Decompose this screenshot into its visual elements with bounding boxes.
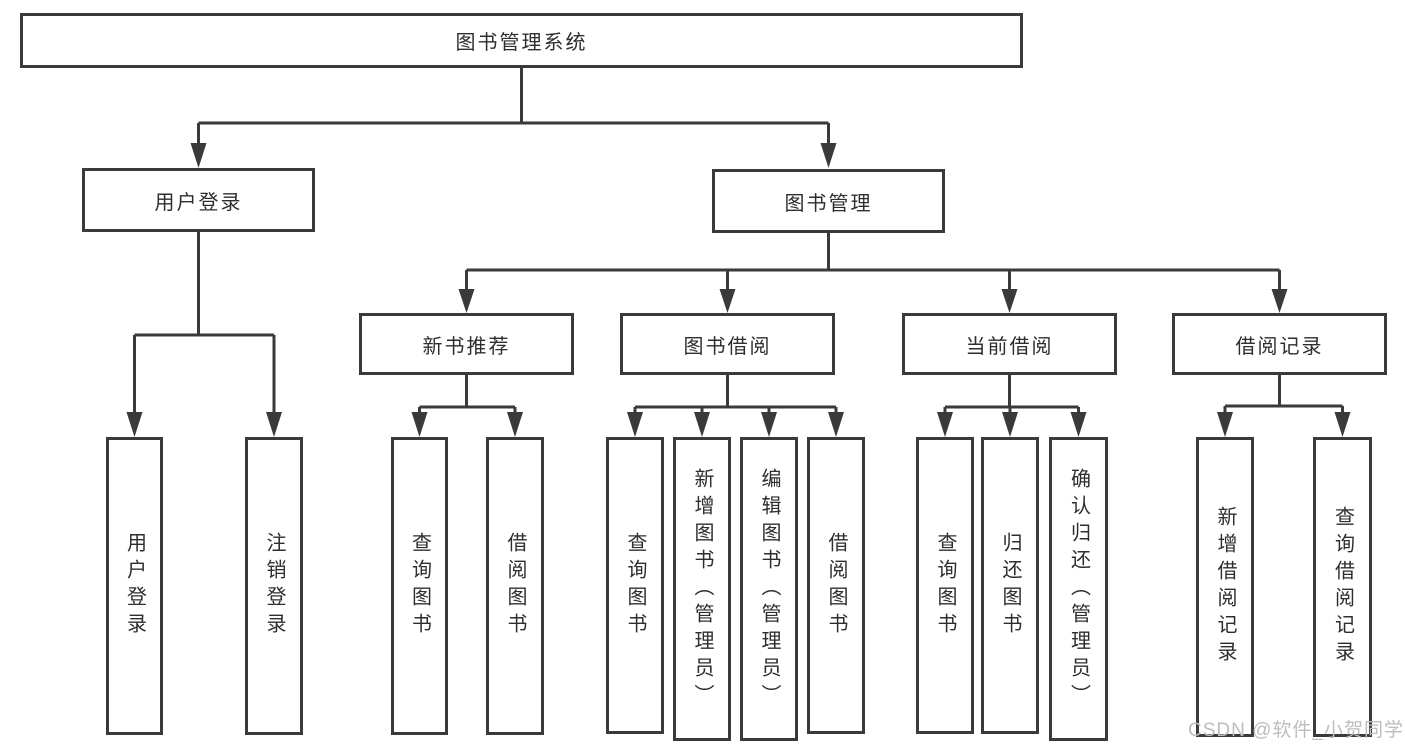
node-book-management-module: 图书管理 <box>712 169 945 233</box>
node-label: 借阅记录 <box>1235 335 1324 358</box>
connector-root-to-level2 <box>190 68 837 168</box>
node-leaf-borrow-books: 借阅图书 <box>807 437 865 734</box>
node-label: 当前借阅 <box>965 335 1054 358</box>
node-label: 图书管理 <box>784 192 873 215</box>
node-leaf-add-borrow-record: 新增借阅记录 <box>1196 437 1254 737</box>
node-label: 借阅图书 <box>825 531 847 640</box>
node-new-book-recommend: 新书推荐 <box>359 313 574 375</box>
node-leaf-logout: 注销登录 <box>245 437 303 735</box>
connector-book-management-children <box>458 233 1288 313</box>
node-label: 注销登录 <box>263 532 285 640</box>
node-current-borrow: 当前借阅 <box>902 313 1117 375</box>
node-label: 确认归还（管理员） <box>1067 467 1090 711</box>
node-leaf-user-login: 用户登录 <box>106 437 163 735</box>
node-leaf-query-books-current: 查询图书 <box>916 437 974 734</box>
connector-new-book-recommend-children <box>411 375 523 437</box>
node-label: 用户登录 <box>123 532 146 640</box>
node-leaf-return-books: 归还图书 <box>981 437 1039 734</box>
node-label: 新书推荐 <box>422 335 511 358</box>
node-label: 查询图书 <box>408 532 431 640</box>
node-leaf-confirm-return-admin: 确认归还（管理员） <box>1049 437 1108 741</box>
csdn-watermark: CSDN @软件_小贺同学 <box>1188 720 1404 741</box>
node-label: 用户登录 <box>154 191 243 214</box>
node-leaf-query-books-recommend: 查询图书 <box>391 437 448 735</box>
node-label: 查询借阅记录 <box>1331 506 1354 668</box>
connector-current-borrow-children <box>937 375 1087 437</box>
node-label: 编辑图书（管理员） <box>758 467 780 711</box>
node-leaf-borrow-books-recommend: 借阅图书 <box>486 437 544 735</box>
connector-user-login-children <box>126 232 282 437</box>
node-leaf-edit-books-admin: 编辑图书（管理员） <box>740 437 798 741</box>
node-label: 新增借阅记录 <box>1214 506 1236 668</box>
node-label: 借阅图书 <box>504 532 526 640</box>
node-label: 图书管理系统 <box>455 32 588 54</box>
node-label: 查询图书 <box>934 531 956 640</box>
node-user-login-module: 用户登录 <box>82 168 315 232</box>
node-library-management-system: 图书管理系统 <box>20 13 1023 68</box>
node-label: 图书借阅 <box>683 335 772 358</box>
node-borrow-records: 借阅记录 <box>1172 313 1387 375</box>
node-label: 归还图书 <box>999 531 1021 640</box>
node-label: 查询图书 <box>624 531 646 640</box>
connector-book-borrow-children <box>627 375 844 437</box>
node-leaf-query-borrow-record: 查询借阅记录 <box>1313 437 1372 737</box>
node-leaf-add-books-admin: 新增图书（管理员） <box>673 437 731 741</box>
connector-borrow-records-children <box>1217 375 1351 437</box>
node-book-borrow: 图书借阅 <box>620 313 835 375</box>
node-label: 新增图书（管理员） <box>691 467 713 711</box>
node-leaf-query-books-borrow: 查询图书 <box>606 437 664 734</box>
